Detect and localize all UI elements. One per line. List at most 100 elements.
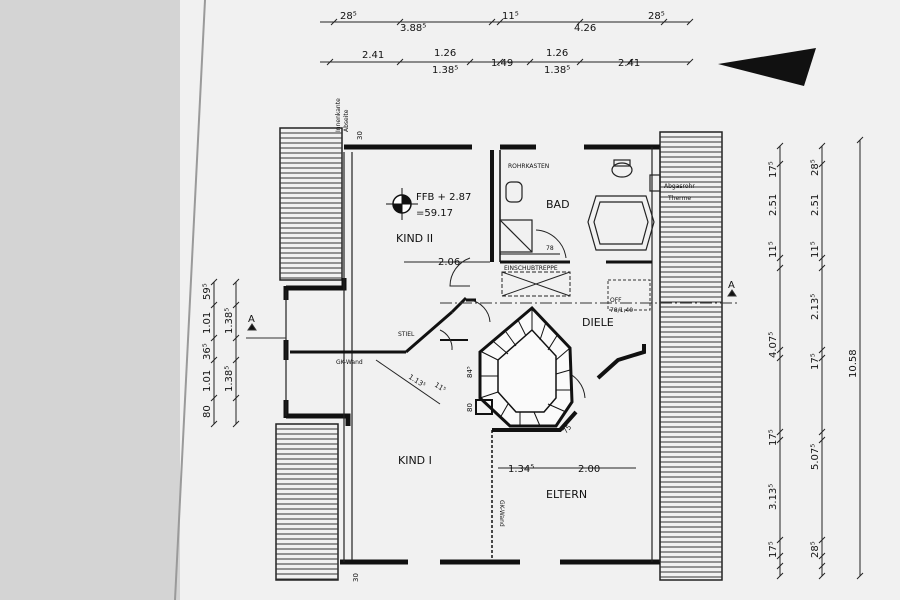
dim-r2-5: 5.07⁵ xyxy=(810,444,821,470)
dim-tick xyxy=(818,354,826,362)
stair-tread xyxy=(533,411,541,427)
dim-tick xyxy=(210,394,218,402)
label-off-dims: 78/1,40 xyxy=(610,307,633,314)
dim-r1-5: 3.13⁵ xyxy=(768,484,779,510)
stair-tread xyxy=(499,403,509,419)
room-kind1: KIND I xyxy=(398,454,432,467)
dim-top2-3: 1.49 xyxy=(491,58,513,69)
dim-r2-4: 17⁵ xyxy=(810,353,821,370)
dim-tick xyxy=(466,58,474,66)
roof-hatch-bottom-left xyxy=(275,423,339,581)
dim-eltern-200: 2.00 xyxy=(578,464,600,475)
paper-left-page xyxy=(0,0,210,600)
dim-tick xyxy=(818,254,826,262)
dim-tick xyxy=(686,18,694,26)
label-door-78: 78 xyxy=(546,245,554,252)
dim-tick xyxy=(210,356,218,364)
dim-tick xyxy=(776,428,784,436)
stair-tread xyxy=(517,319,527,337)
dim-tick xyxy=(818,428,826,436)
dim-tick xyxy=(818,562,826,570)
dim-left-4: 1.01 xyxy=(202,370,213,392)
dim-wall-30-top: 30 xyxy=(356,131,364,140)
label-gk-wand-vertical: GK-Wand xyxy=(498,500,505,527)
dim-tick xyxy=(776,346,784,354)
interior-walls xyxy=(290,150,652,558)
dim-eltern-134: 1.34⁵ xyxy=(508,464,534,475)
door-swings xyxy=(439,229,586,399)
ffb-abs: =59.17 xyxy=(416,208,453,219)
label-innenkante: Innenkante xyxy=(335,98,342,132)
dim-left-3: 36⁵ xyxy=(202,343,213,360)
room-eltern: ELTERN xyxy=(546,488,587,501)
dim-left-5: 1.38⁵ xyxy=(224,366,235,392)
dim-tick xyxy=(232,301,240,309)
dim-top1-3: 4.26 xyxy=(574,23,596,34)
dim-tick xyxy=(776,572,784,580)
dim-tick xyxy=(818,552,826,560)
dim-tick xyxy=(856,572,864,580)
level-marker-icon xyxy=(386,188,418,220)
dim-tick xyxy=(776,254,784,262)
room-bad: BAD xyxy=(546,198,570,211)
label-abgasrohr: Abgasrohr xyxy=(664,183,695,190)
dim-tick xyxy=(776,142,784,150)
dim-tick xyxy=(396,58,404,66)
dim-tick xyxy=(626,58,634,66)
dims-top-row1: 28⁵ 3.88⁵ 11⁵ 4.26 28⁵ xyxy=(340,11,665,34)
dim-right-total: 10.58 xyxy=(848,349,859,378)
dim-tick xyxy=(330,18,338,26)
dim-tick xyxy=(232,394,240,402)
dim-tick xyxy=(576,18,584,26)
dim-tick xyxy=(776,562,784,570)
stair-tread xyxy=(555,369,571,375)
dims-top-row2: 2.41 1.26 1.38⁵ 1.49 1.26 1.38⁵ 2.41 xyxy=(362,48,640,76)
dim-tick xyxy=(232,278,240,286)
dim-tick xyxy=(686,58,694,66)
section-line xyxy=(246,289,740,339)
dim-wall-30-bottom: 30 xyxy=(352,573,360,582)
dim-tick xyxy=(776,436,784,444)
dim-tick xyxy=(210,301,218,309)
section-label-right: A xyxy=(728,280,735,291)
stair-tread xyxy=(555,347,571,361)
north-arrow-icon xyxy=(718,48,816,86)
dim-top2-0: 2.41 xyxy=(362,50,384,61)
dim-tick xyxy=(818,264,826,272)
dim-tick xyxy=(776,160,784,168)
dim-left-0: 59⁵ xyxy=(202,283,213,300)
stair-tread xyxy=(479,391,499,399)
bath-fixtures xyxy=(499,159,661,253)
dim-r2-6: 28⁵ xyxy=(810,541,821,558)
dim-left-1: 1.01 xyxy=(202,312,213,334)
roof-hatch-top-left xyxy=(279,127,343,281)
room-kind2: KIND II xyxy=(396,232,433,245)
dim-tick xyxy=(776,354,784,362)
dim-tick xyxy=(818,436,826,444)
dim-tick xyxy=(396,18,404,26)
dim-stair-84: 84⁵ xyxy=(466,366,474,378)
dims-right-col1: 17⁵ 2.51 11⁵ 4.07⁵ 17⁵ 3.13⁵ 17⁵ xyxy=(768,161,779,558)
dim-tick xyxy=(232,356,240,364)
dim-kind2-width: 2.06 xyxy=(438,257,460,268)
dim-tick xyxy=(818,536,826,544)
page-fold xyxy=(174,0,206,600)
dim-tick xyxy=(660,18,668,26)
chimney xyxy=(475,399,493,415)
dim-stair-75: 75 xyxy=(561,423,573,435)
dim-tick xyxy=(776,536,784,544)
dim-r1-4: 17⁵ xyxy=(768,429,779,446)
dim-tick xyxy=(210,334,218,342)
dim-tick xyxy=(818,160,826,168)
stair-tread xyxy=(547,333,559,351)
dimension-lines xyxy=(210,18,864,580)
label-einschubtreppe: EINSCHUBTREPPE xyxy=(504,265,558,272)
dim-tick xyxy=(210,278,218,286)
roof-hatch-right xyxy=(659,131,723,581)
dims-right-col2: 28⁵ 2.51 11⁵ 2.13⁵ 17⁵ 5.07⁵ 28⁵ xyxy=(810,159,821,558)
ffb-level: FFB + 2.87 xyxy=(416,192,471,203)
dim-tick xyxy=(232,420,240,428)
label-off: OFF xyxy=(610,297,622,304)
spiral-stair xyxy=(478,305,574,428)
